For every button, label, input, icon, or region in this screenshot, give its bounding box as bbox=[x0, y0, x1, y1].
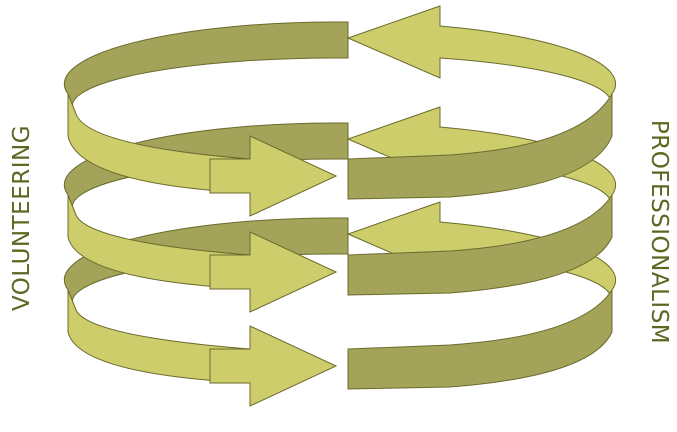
ring-group bbox=[64, 6, 615, 406]
arrow-right bbox=[210, 326, 336, 406]
ring-front-right bbox=[348, 290, 612, 389]
ring-back-left bbox=[64, 22, 348, 114]
ring-back-right-arrow bbox=[348, 6, 616, 114]
label-volunteering: VOLUNTEERING bbox=[9, 125, 35, 311]
label-professionalism: PROFESSIONALISM bbox=[646, 120, 672, 344]
